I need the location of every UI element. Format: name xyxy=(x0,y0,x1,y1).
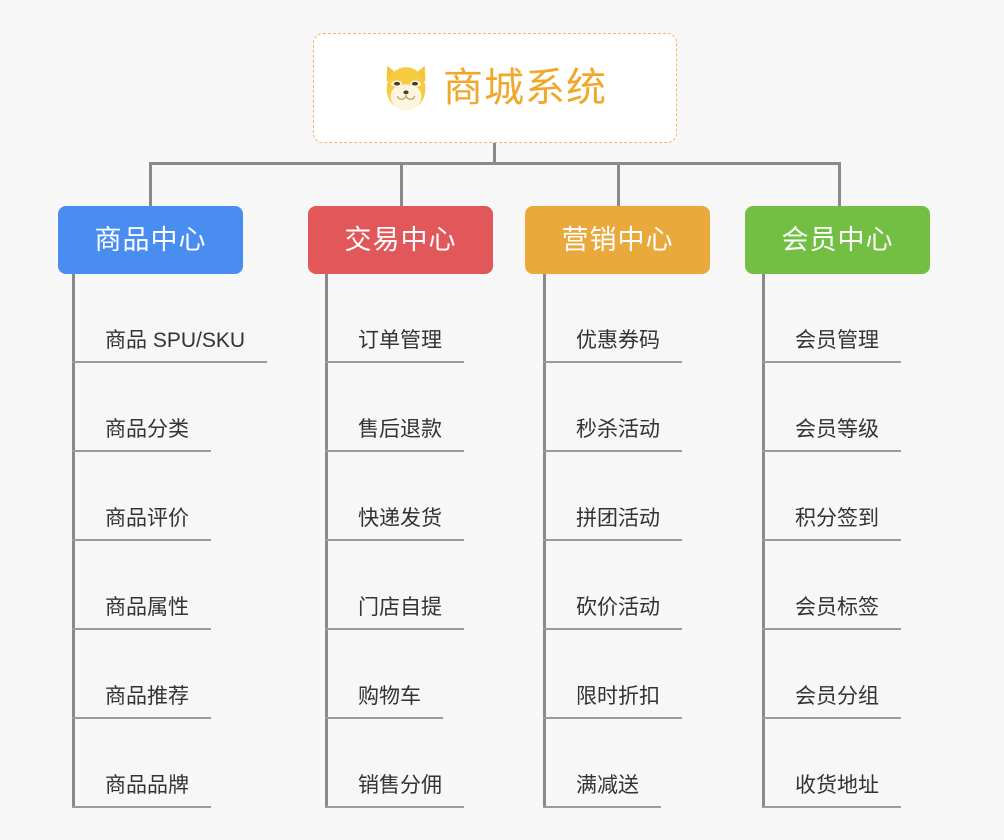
leaf-label: 收货地址 xyxy=(762,775,901,808)
branch-box-1[interactable]: 商品中心 xyxy=(58,206,243,274)
leaf-label: 销售分佣 xyxy=(325,775,464,808)
leaf-item[interactable]: 满减送 xyxy=(543,719,682,808)
leaf-item[interactable]: 商品品牌 xyxy=(72,719,267,808)
leaf-item[interactable]: 收货地址 xyxy=(762,719,901,808)
leaf-item[interactable]: 会员管理 xyxy=(762,274,901,363)
leaf-label: 优惠券码 xyxy=(543,330,682,363)
leaf-label: 限时折扣 xyxy=(543,686,682,719)
connector-horizontal-bus xyxy=(149,162,841,165)
leaf-label: 快递发货 xyxy=(325,508,464,541)
leaf-label: 商品推荐 xyxy=(72,686,211,719)
branch-label-3: 营销中心 xyxy=(561,224,674,255)
leaf-item[interactable]: 拼团活动 xyxy=(543,452,682,541)
leaf-label: 会员管理 xyxy=(762,330,901,363)
leaf-label: 商品 SPU/SKU xyxy=(72,330,268,363)
root-node[interactable]: 商城系统 xyxy=(313,33,677,143)
leaf-column-1: 商品 SPU/SKU 商品分类 商品评价 商品属性 商品推荐 商品品牌 xyxy=(72,274,268,808)
leaf-item[interactable]: 商品分类 xyxy=(72,363,267,452)
leaf-label: 商品品牌 xyxy=(72,775,211,808)
leaf-item[interactable]: 售后退款 xyxy=(325,363,464,452)
leaf-label: 订单管理 xyxy=(325,330,464,363)
leaf-item[interactable]: 商品推荐 xyxy=(72,630,267,719)
leaf-item[interactable]: 商品属性 xyxy=(72,541,267,630)
leaf-column-3: 优惠券码 秒杀活动 拼团活动 砍价活动 限时折扣 满减送 xyxy=(543,274,682,808)
leaf-item[interactable]: 会员分组 xyxy=(762,630,901,719)
root-title: 商城系统 xyxy=(443,66,607,110)
connector-drop-4 xyxy=(838,162,841,206)
leaf-item[interactable]: 秒杀活动 xyxy=(543,363,682,452)
leaf-item[interactable]: 限时折扣 xyxy=(543,630,682,719)
connector-drop-3 xyxy=(617,162,620,206)
branch-box-4[interactable]: 会员中心 xyxy=(745,206,930,274)
branch-label-2: 交易中心 xyxy=(344,224,457,255)
leaf-label: 购物车 xyxy=(325,686,443,719)
leaf-label: 积分签到 xyxy=(762,508,901,541)
leaf-label: 秒杀活动 xyxy=(543,419,682,452)
leaf-column-2: 订单管理 售后退款 快递发货 门店自提 购物车 销售分佣 xyxy=(325,274,464,808)
leaf-label: 商品分类 xyxy=(72,419,211,452)
leaf-label: 会员标签 xyxy=(762,597,901,630)
shiba-dog-icon xyxy=(386,65,426,111)
connector-drop-2 xyxy=(400,162,403,206)
connector-drop-1 xyxy=(149,162,152,206)
leaf-item[interactable]: 购物车 xyxy=(325,630,464,719)
leaf-item[interactable]: 会员等级 xyxy=(762,363,901,452)
leaf-item[interactable]: 会员标签 xyxy=(762,541,901,630)
leaf-label: 商品属性 xyxy=(72,597,211,630)
connector-root-stem xyxy=(493,143,496,164)
leaf-item[interactable]: 快递发货 xyxy=(325,452,464,541)
leaf-label: 售后退款 xyxy=(325,419,464,452)
branch-box-2[interactable]: 交易中心 xyxy=(308,206,493,274)
leaf-label: 拼团活动 xyxy=(543,508,682,541)
leaf-item[interactable]: 商品 SPU/SKU xyxy=(72,274,268,363)
leaf-item[interactable]: 砍价活动 xyxy=(543,541,682,630)
leaf-item[interactable]: 商品评价 xyxy=(72,452,267,541)
branch-box-3[interactable]: 营销中心 xyxy=(525,206,710,274)
leaf-label: 砍价活动 xyxy=(543,597,682,630)
leaf-item[interactable]: 订单管理 xyxy=(325,274,464,363)
leaf-label: 会员等级 xyxy=(762,419,901,452)
leaf-label: 门店自提 xyxy=(325,597,464,630)
leaf-label: 会员分组 xyxy=(762,686,901,719)
branch-label-4: 会员中心 xyxy=(781,224,894,255)
leaf-item[interactable]: 销售分佣 xyxy=(325,719,464,808)
leaf-label: 商品评价 xyxy=(72,508,211,541)
leaf-label: 满减送 xyxy=(543,775,661,808)
leaf-item[interactable]: 积分签到 xyxy=(762,452,901,541)
branch-label-1: 商品中心 xyxy=(94,224,207,255)
leaf-item[interactable]: 优惠券码 xyxy=(543,274,682,363)
leaf-item[interactable]: 门店自提 xyxy=(325,541,464,630)
leaf-column-4: 会员管理 会员等级 积分签到 会员标签 会员分组 收货地址 xyxy=(762,274,901,808)
